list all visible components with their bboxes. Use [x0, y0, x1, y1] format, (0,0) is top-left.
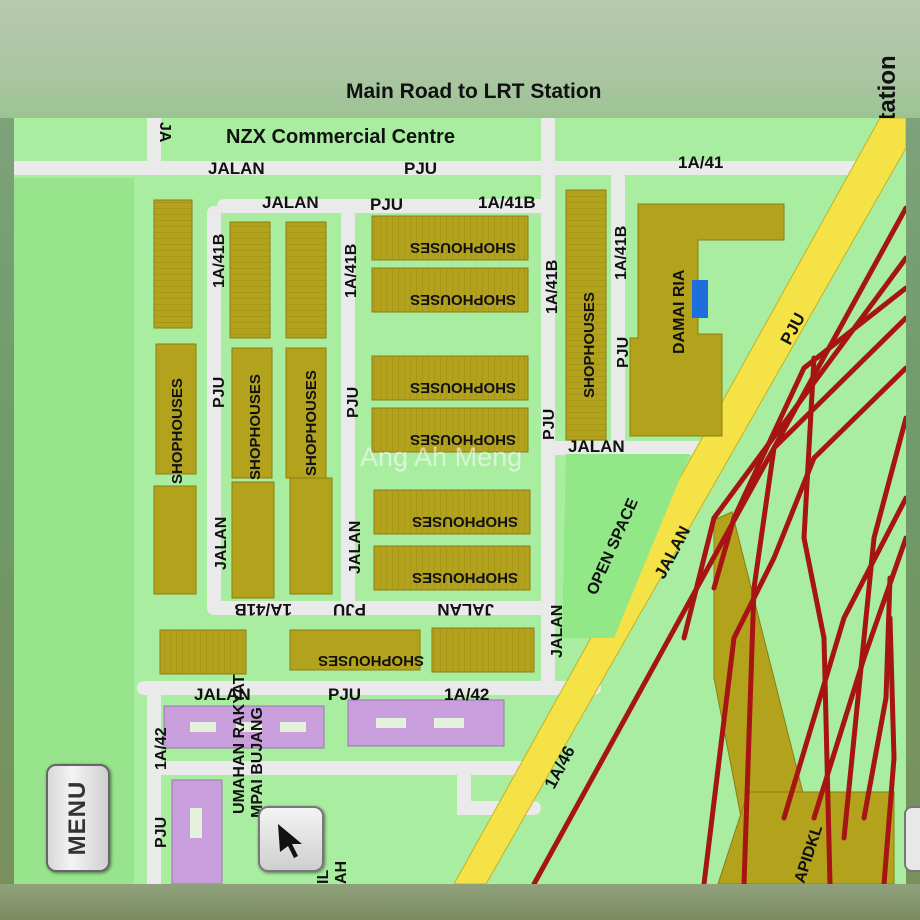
svg-text:PJU: PJU [404, 159, 437, 178]
svg-text:SHOPHOUSES: SHOPHOUSES [169, 378, 186, 484]
svg-text:1A/41B: 1A/41B [211, 234, 228, 288]
svg-text:SHOPHOUSES: SHOPHOUSES [410, 239, 516, 256]
svg-text:JALAN: JALAN [208, 159, 265, 178]
svg-text:SHOPHOUSES: SHOPHOUSES [412, 513, 518, 530]
svg-text:SHOPHOUSES: SHOPHOUSES [412, 569, 518, 586]
block-hatching [154, 190, 606, 674]
svg-text:PJU: PJU [615, 337, 632, 368]
main-road-caption: Main Road to LRT Station [346, 80, 602, 103]
svg-text:JALAN: JALAN [437, 600, 494, 619]
svg-text:UMAHAN RAKYAT: UMAHAN RAKYAT [231, 674, 248, 814]
svg-text:PJU: PJU [211, 377, 228, 408]
svg-text:1A/41B: 1A/41B [613, 226, 630, 280]
road-network [14, 118, 867, 884]
svg-text:1A/41B: 1A/41B [234, 600, 292, 619]
svg-text:1A/41B: 1A/41B [544, 260, 561, 314]
highway-pju [453, 118, 906, 884]
svg-text:PJU: PJU [541, 409, 558, 440]
nzx-caption: NZX Commercial Centre [226, 126, 455, 148]
residential-courtyards [190, 718, 464, 838]
svg-text:IL: IL [315, 870, 332, 884]
menu-button[interactable]: MENU [46, 764, 110, 872]
svg-text:JALAN: JALAN [568, 437, 625, 456]
svg-text:DAMAI RIA: DAMAI RIA [671, 269, 688, 354]
svg-text:SHOPHOUSES: SHOPHOUSES [303, 370, 320, 476]
svg-text:PJU: PJU [153, 817, 170, 848]
svg-text:1A/41B: 1A/41B [478, 193, 536, 212]
svg-text:1A/41B: 1A/41B [343, 244, 360, 298]
open-space [562, 454, 690, 638]
arrow-pointer-icon [278, 824, 302, 858]
svg-text:SHOPHOUSES: SHOPHOUSES [581, 292, 598, 398]
svg-text:1A/42: 1A/42 [444, 685, 489, 704]
menu-button-label: MENU [64, 780, 91, 856]
svg-text:PJU: PJU [328, 685, 361, 704]
svg-text:MPAI BUJANG: MPAI BUJANG [249, 707, 266, 818]
svg-text:SHOPHOUSES: SHOPHOUSES [318, 652, 424, 669]
svg-text:JALAN: JALAN [549, 605, 566, 658]
svg-text:SHOPHOUSES: SHOPHOUSES [410, 431, 516, 448]
locate-me-button[interactable] [258, 806, 324, 872]
svg-text:JALAN: JALAN [347, 521, 364, 574]
map-canvas[interactable]: NZX Commercial Centre JA JALAN PJU 1A/41… [14, 118, 906, 884]
side-panel-tab[interactable] [904, 806, 920, 872]
svg-text:JA: JA [156, 122, 173, 143]
svg-text:PJU: PJU [333, 600, 366, 619]
rail-lines [531, 205, 906, 884]
svg-text:JALAN: JALAN [194, 685, 251, 704]
photo-border-top [0, 0, 920, 118]
svg-text:1A/41: 1A/41 [678, 153, 723, 172]
svg-text:AH: AH [333, 861, 350, 884]
svg-text:SHOPHOUSES: SHOPHOUSES [247, 374, 264, 480]
svg-text:JALAN: JALAN [213, 517, 230, 570]
photo-border-bottom [0, 884, 920, 920]
water-pond [692, 280, 708, 318]
watermark: Ang Ah Meng [360, 442, 523, 472]
svg-text:SHOPHOUSES: SHOPHOUSES [410, 379, 516, 396]
svg-text:JALAN: JALAN [262, 193, 319, 212]
svg-text:PJU: PJU [345, 387, 362, 418]
svg-text:SHOPHOUSES: SHOPHOUSES [410, 291, 516, 308]
svg-text:1A/42: 1A/42 [153, 727, 170, 770]
svg-text:PJU: PJU [370, 195, 403, 214]
